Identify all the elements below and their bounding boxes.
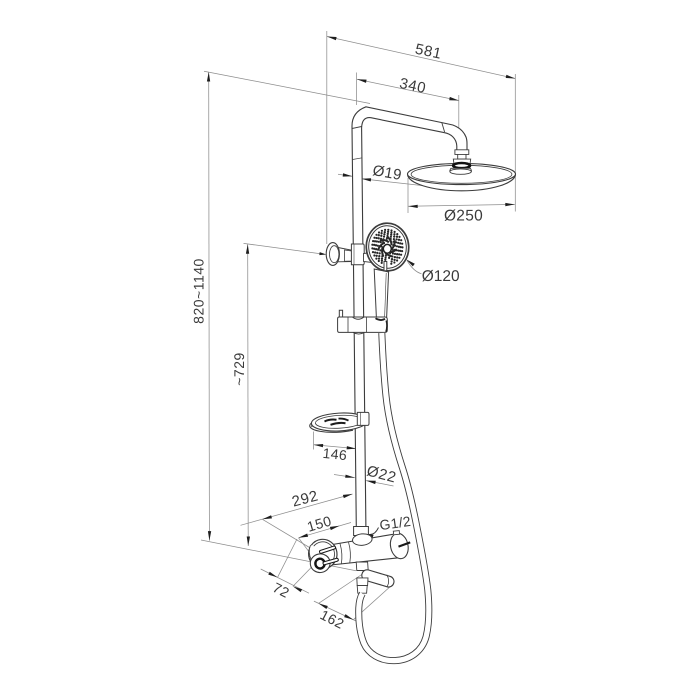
svg-text:72: 72: [270, 579, 292, 601]
svg-text:G1/2: G1/2: [378, 513, 411, 533]
svg-text:Ø120: Ø120: [422, 268, 460, 285]
svg-text:581: 581: [414, 41, 444, 63]
svg-text:Ø250: Ø250: [444, 208, 483, 225]
svg-text:292: 292: [290, 487, 320, 510]
svg-text:~729: ~729: [231, 352, 247, 386]
svg-text:150: 150: [305, 512, 333, 534]
svg-text:Ø19: Ø19: [371, 162, 403, 184]
svg-text:340: 340: [398, 75, 428, 97]
svg-text:820~1140: 820~1140: [191, 258, 207, 324]
svg-text:146: 146: [322, 445, 348, 463]
